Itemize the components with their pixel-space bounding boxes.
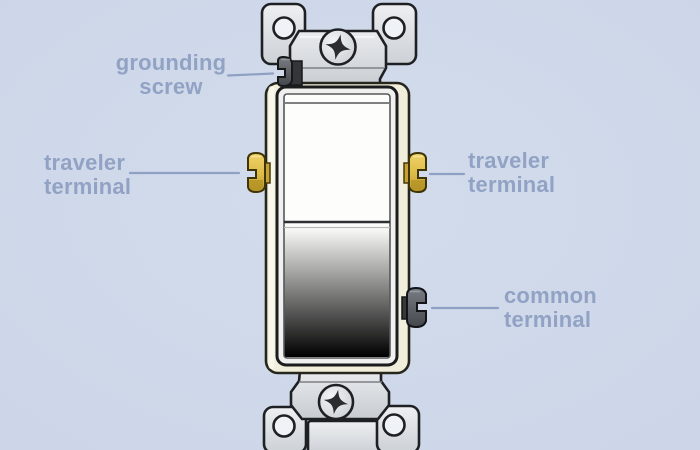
traveler-screw-right <box>403 151 427 194</box>
label-line: screw <box>139 74 203 99</box>
label-line: terminal <box>504 307 592 332</box>
label-traveler-terminal-right: traveler terminal <box>468 149 598 197</box>
mounting-hole-top-right <box>382 16 406 40</box>
phillips-cross-icon <box>325 34 351 60</box>
label-line: common <box>504 283 597 308</box>
rocker-lower-half <box>284 228 390 357</box>
phillips-cross-icon <box>323 389 349 415</box>
mounting-hole-bottom-right <box>382 413 406 437</box>
grounding-screw <box>277 55 303 88</box>
label-grounding-screw: grounding screw <box>96 51 246 99</box>
rocker-paddle <box>275 85 399 367</box>
label-common-terminal: common terminal <box>504 284 634 332</box>
leader-grounding-screw <box>226 72 275 77</box>
switch-body-highlight <box>268 86 275 369</box>
leader-lines <box>128 72 500 310</box>
mounting-hole-bottom-left <box>272 414 296 438</box>
label-line: traveler <box>468 148 550 173</box>
mounting-strap-top <box>260 2 418 90</box>
label-line: terminal <box>44 174 132 199</box>
phillips-screw-bottom <box>317 383 355 421</box>
label-traveler-terminal-left: traveler terminal <box>44 151 174 199</box>
common-screw <box>401 286 427 329</box>
mounting-hole-top-left <box>272 16 296 40</box>
mounting-strap-bottom <box>262 369 421 450</box>
label-line: grounding <box>115 50 227 75</box>
traveler-screw-left <box>247 151 271 194</box>
strap-tab-bottom <box>306 419 386 450</box>
label-line: terminal <box>468 172 556 197</box>
phillips-screw-top <box>319 28 357 66</box>
label-line: traveler <box>44 150 126 175</box>
